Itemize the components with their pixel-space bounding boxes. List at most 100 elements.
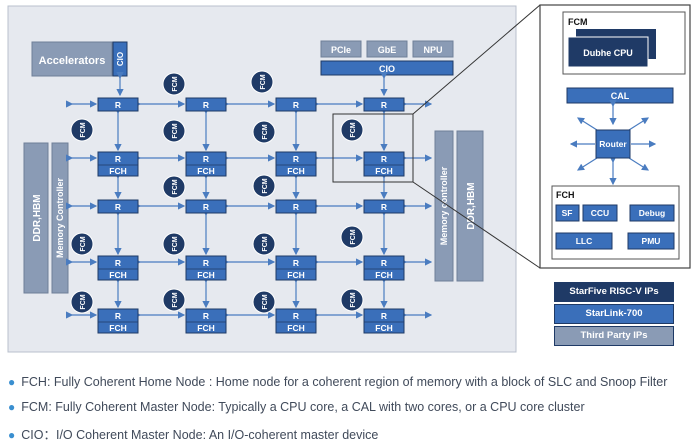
fcm-node [162, 175, 186, 199]
key-third-party: Third Party IPs [554, 326, 674, 346]
fch-label: FCH [109, 166, 126, 176]
zoom-line-bottom [412, 181, 541, 269]
router-node [363, 199, 405, 214]
router-label: R [203, 311, 209, 321]
detail-ccu-label: CCU [591, 208, 609, 218]
memctrl-left-block [51, 142, 69, 294]
fcm-label: FCM [172, 179, 179, 194]
router-label: R [115, 311, 121, 321]
fcm-label: FCM [350, 229, 357, 244]
pcie-label: PCIe [331, 45, 351, 55]
fcm-node [252, 120, 276, 144]
detail-link-router-downright [628, 157, 650, 171]
zoom-line-top [412, 4, 541, 115]
router-node [275, 97, 317, 112]
router-node [275, 151, 317, 177]
fcm-node [252, 174, 276, 198]
soc-architecture-diagram: Accelerators CIO PCIe GbE NPU CIO DDR,HB… [7, 4, 691, 353]
legend-fcm-text: FCM: Fully Coherent Master Node: Typical… [21, 400, 585, 414]
router-label: R [203, 154, 209, 164]
router-node [363, 255, 405, 281]
fcm-label: FCM [172, 123, 179, 138]
gbe-block [366, 40, 408, 58]
detail-cal-label: CAL [611, 91, 630, 101]
fch-label: FCH [287, 270, 304, 280]
ddr-left-block [23, 142, 49, 294]
detail-sf-block [555, 204, 580, 222]
router-label: R [381, 311, 387, 321]
router-node [185, 199, 227, 214]
detail-link-router-upleft [576, 117, 598, 131]
fch-label: FCH [287, 166, 304, 176]
ddr-left-label: DDR,HBM [32, 194, 43, 241]
fcm-label: FCM [350, 122, 357, 137]
router-label: R [293, 154, 299, 164]
ddr-right-label: DDR,HBM [466, 182, 477, 229]
detail-pmu-label: PMU [642, 236, 661, 246]
router-label: R [293, 258, 299, 268]
legend-fch: ●FCH: Fully Coherent Home Node : Home no… [8, 375, 667, 389]
fcm-node [340, 288, 364, 312]
fch-label: FCH [197, 166, 214, 176]
detail-fch-title: FCH [556, 190, 575, 200]
router-label: R [381, 100, 387, 110]
fch-label: FCH [375, 166, 392, 176]
fcm-node [252, 290, 276, 314]
bullet-icon: ● [8, 400, 16, 414]
fcm-label: FCM [262, 178, 269, 193]
router-label: R [115, 154, 121, 164]
detail-router-label: Router [599, 139, 627, 149]
legend-cio: ●CIO：I/O Coherent Master Node: An I/O-co… [8, 424, 378, 443]
router-label: R [381, 258, 387, 268]
pcie-block [320, 40, 362, 58]
fcm-node [250, 70, 274, 94]
fcm-label: FCM [172, 76, 179, 91]
router-node [185, 308, 227, 334]
router-node [97, 199, 139, 214]
fcm-label: FCM [260, 74, 267, 89]
router-node [185, 97, 227, 112]
router-node [97, 308, 139, 334]
detail-llc-label: LLC [576, 236, 593, 246]
fch-label: FCH [197, 270, 214, 280]
detail-sf-label: SF [562, 208, 573, 218]
router-label: R [381, 202, 387, 212]
fcm-label: FCM [80, 294, 87, 309]
fcm-node [70, 118, 94, 142]
memctrl-right-block [434, 130, 454, 282]
fcm-node [252, 232, 276, 256]
key-starlink: StarLink-700 [554, 304, 674, 324]
router-node [275, 199, 317, 214]
router-label: R [381, 154, 387, 164]
accelerators-label: Accelerators [39, 55, 106, 67]
memctrl-right-label: Memory controller [439, 166, 449, 245]
fcm-label: FCM [262, 124, 269, 139]
detail-debug-block [629, 204, 675, 222]
npu-block [412, 40, 454, 58]
router-node [185, 255, 227, 281]
detail-link-router-upright [628, 117, 650, 131]
accelerators-block [31, 41, 113, 77]
fcm-node [162, 72, 186, 96]
fcm-node [340, 118, 364, 142]
router-label: R [115, 258, 121, 268]
fcm-label: FCM [172, 292, 179, 307]
fcm-label: FCM [172, 236, 179, 251]
detail-debug-label: Debug [639, 208, 665, 218]
fcm-node [70, 232, 94, 256]
router-node [363, 308, 405, 334]
router-label: R [203, 202, 209, 212]
router-label: R [203, 100, 209, 110]
npu-label: NPU [423, 45, 442, 55]
zoom-highlight-box [332, 113, 414, 183]
fch-label: FCH [287, 323, 304, 333]
router-label: R [293, 311, 299, 321]
fcm-node [162, 288, 186, 312]
router-node [363, 151, 405, 177]
fcm-label: FCM [80, 122, 87, 137]
legend-cio-text: CIO：I/O Coherent Master Node: An I/O-coh… [21, 428, 379, 442]
detail-llc-block [555, 232, 613, 250]
fcm-label: FCM [262, 294, 269, 309]
router-node [97, 97, 139, 112]
